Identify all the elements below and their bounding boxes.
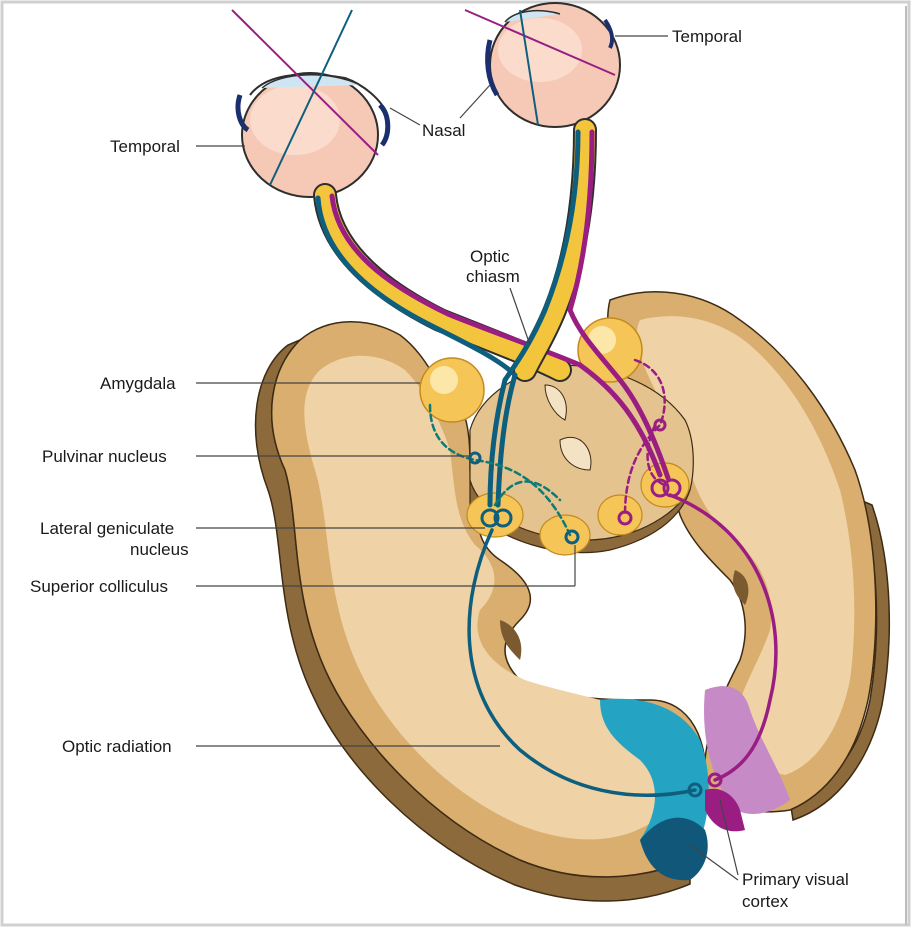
label-lgn-2: nucleus xyxy=(130,540,189,559)
amygdala-left-highlight xyxy=(430,366,458,394)
label-optic-radiation: Optic radiation xyxy=(62,737,172,756)
label-temporal-right: Temporal xyxy=(672,27,742,46)
label-superior-colliculus: Superior colliculus xyxy=(30,577,168,596)
left-eye-shade xyxy=(250,85,340,155)
label-optic-chiasm-1: Optic xyxy=(470,247,510,266)
label-visual-cortex-2: cortex xyxy=(742,892,789,911)
label-optic-chiasm-2: chiasm xyxy=(466,267,520,286)
label-nasal: Nasal xyxy=(422,121,465,140)
right-eye-shade xyxy=(498,18,582,82)
label-lgn-1: Lateral geniculate xyxy=(40,519,174,538)
label-amygdala: Amygdala xyxy=(100,374,176,393)
right-eye xyxy=(488,3,620,127)
label-visual-cortex-1: Primary visual xyxy=(742,870,849,889)
label-temporal-left: Temporal xyxy=(110,137,180,156)
label-pulvinar: Pulvinar nucleus xyxy=(42,447,167,466)
